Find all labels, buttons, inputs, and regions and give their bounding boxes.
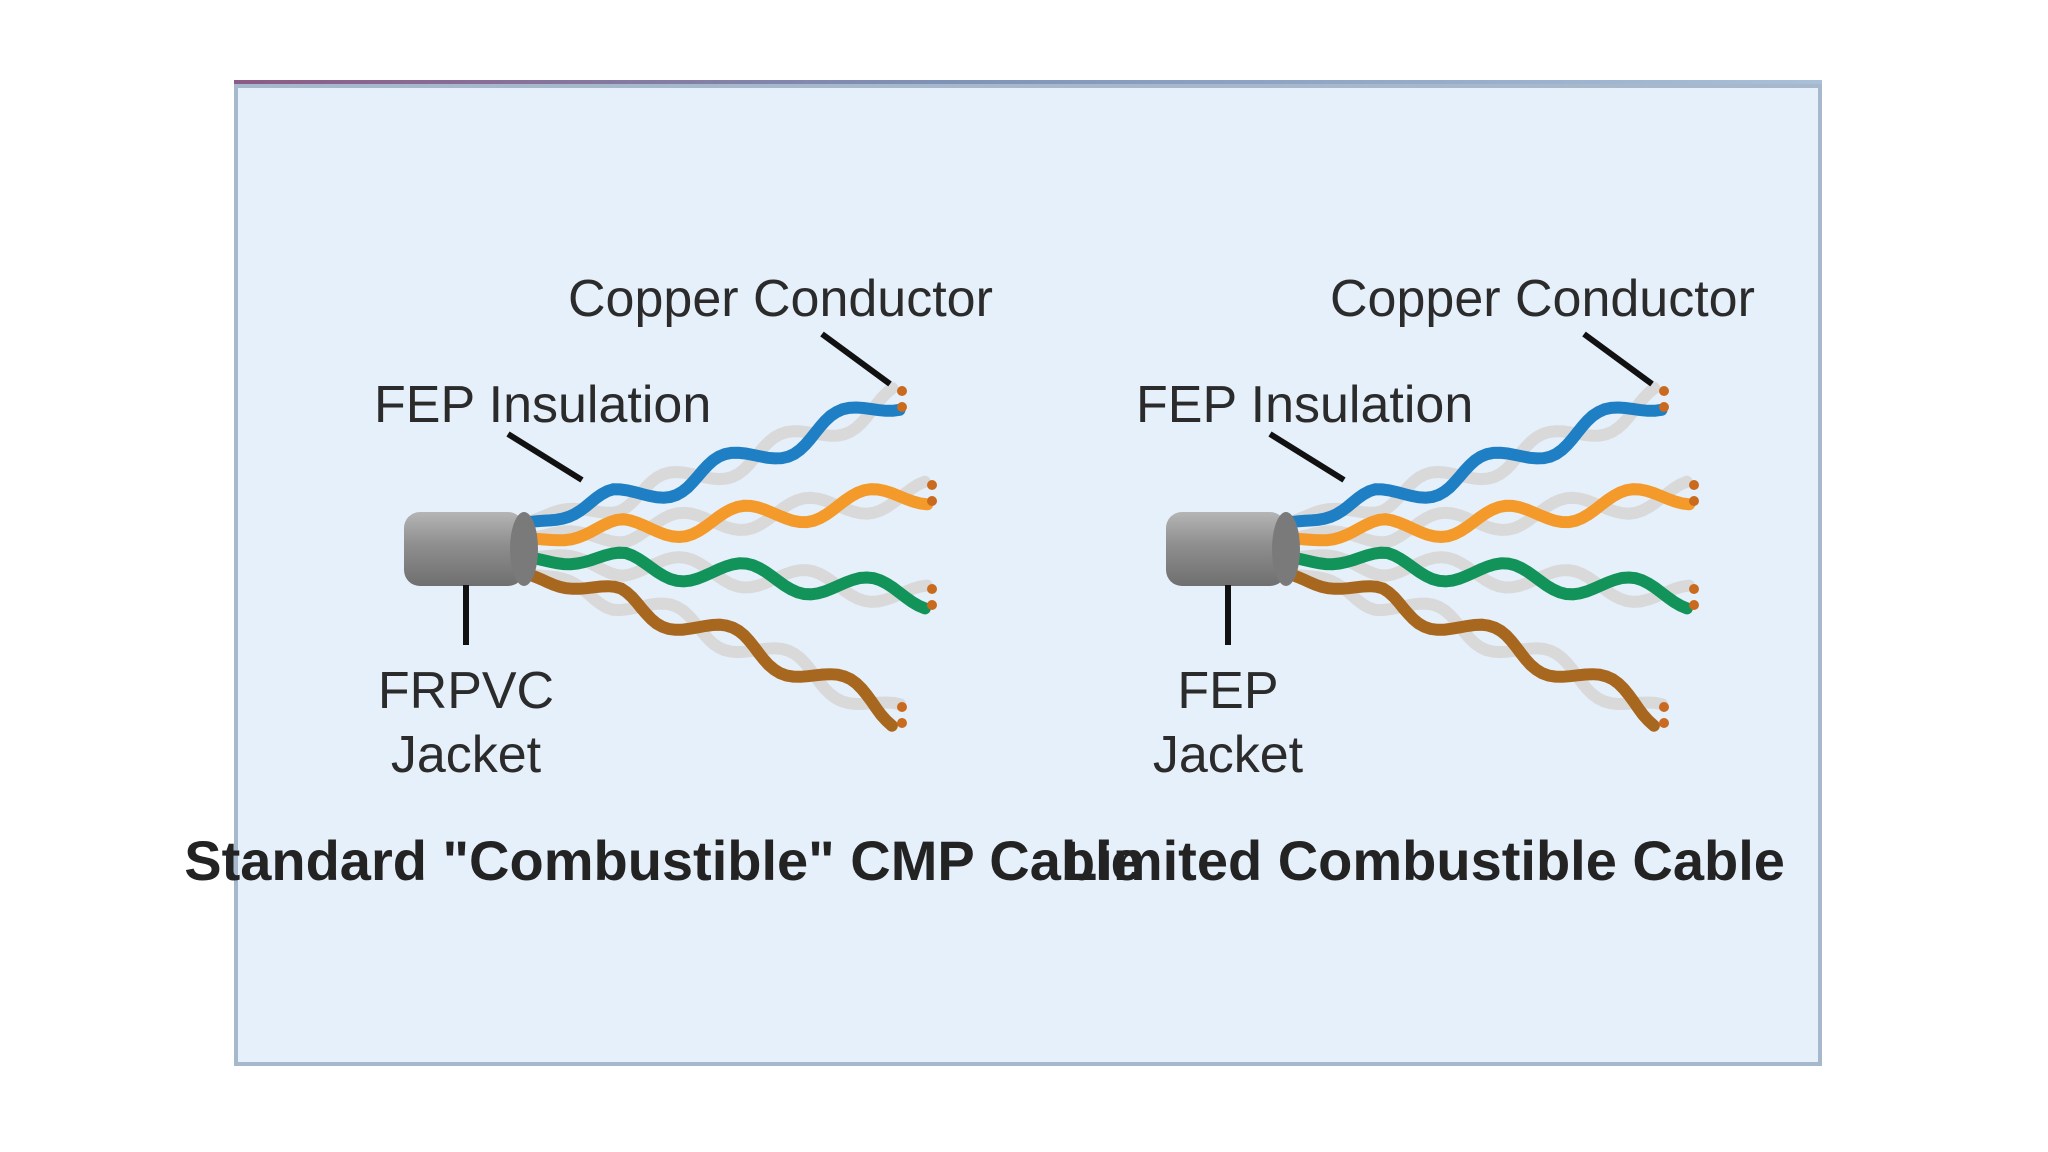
jacket-cut-end [510, 512, 538, 586]
cable-right: Copper Conductor FEP Insulation FEP Jack… [1063, 270, 1785, 892]
cable-left: Copper Conductor FEP Insulation FRPVC Ja… [184, 270, 1142, 892]
green-wire-pair [518, 546, 937, 615]
wire-pairs [518, 382, 937, 732]
copper-conductor-tip [1689, 584, 1699, 594]
copper-conductor-tip [927, 496, 937, 506]
blue-wire [518, 401, 906, 529]
cable-caption: Limited Combustible Cable [1063, 829, 1785, 892]
brown-wire-pair [518, 567, 907, 732]
copper-conductor-tip [1689, 496, 1699, 506]
brown-wire [518, 567, 898, 732]
jacket-label-line2: Jacket [391, 726, 542, 784]
insulation-label: FEP Insulation [1136, 376, 1473, 434]
jacket-label-line2: Jacket [1153, 726, 1304, 784]
blue-wire [1280, 401, 1668, 529]
orange-wire [1280, 483, 1696, 547]
blue-wire-pair [1280, 382, 1669, 529]
orange-wire-pair [518, 475, 937, 549]
jacket-cut-end [1272, 512, 1300, 586]
copper-conductor-tip [897, 402, 907, 412]
conductor-leader-line [1582, 331, 1654, 387]
brown-wire-pair [1280, 567, 1669, 732]
insulation-label: FEP Insulation [374, 376, 711, 434]
orange-wire-pair [1280, 475, 1699, 549]
jacket-body [404, 512, 524, 586]
insulation-leader-line [1268, 431, 1346, 483]
copper-conductor-tip [927, 480, 937, 490]
jacket-body [1166, 512, 1286, 586]
copper-conductor-tip [1689, 480, 1699, 490]
copper-conductor-tip [1659, 402, 1669, 412]
copper-conductor-tip [1659, 386, 1669, 396]
cable-caption: Standard "Combustible" CMP Cable [184, 829, 1142, 892]
conductor-label: Copper Conductor [1330, 270, 1755, 328]
green-wire [1280, 546, 1693, 615]
copper-conductor-tip [897, 702, 907, 712]
copper-conductor-tip [927, 600, 937, 610]
orange-wire [518, 483, 934, 547]
insulation-leader-line [506, 431, 584, 483]
copper-conductor-tip [1659, 718, 1669, 728]
green-wire [518, 546, 931, 615]
conductor-label: Copper Conductor [568, 270, 993, 328]
copper-conductor-tip [1659, 702, 1669, 712]
jacket-label-line1: FEP [1177, 662, 1278, 720]
blue-wire-pair [518, 382, 907, 529]
copper-conductor-tip [897, 718, 907, 728]
jacket-label-line1: FRPVC [378, 662, 554, 720]
copper-conductor-tip [1689, 600, 1699, 610]
brown-wire [1280, 567, 1660, 732]
wire-pairs [1280, 382, 1699, 732]
conductor-leader-line [820, 331, 892, 387]
green-wire-pair [1280, 546, 1699, 615]
copper-conductor-tip [927, 584, 937, 594]
copper-conductor-tip [897, 386, 907, 396]
